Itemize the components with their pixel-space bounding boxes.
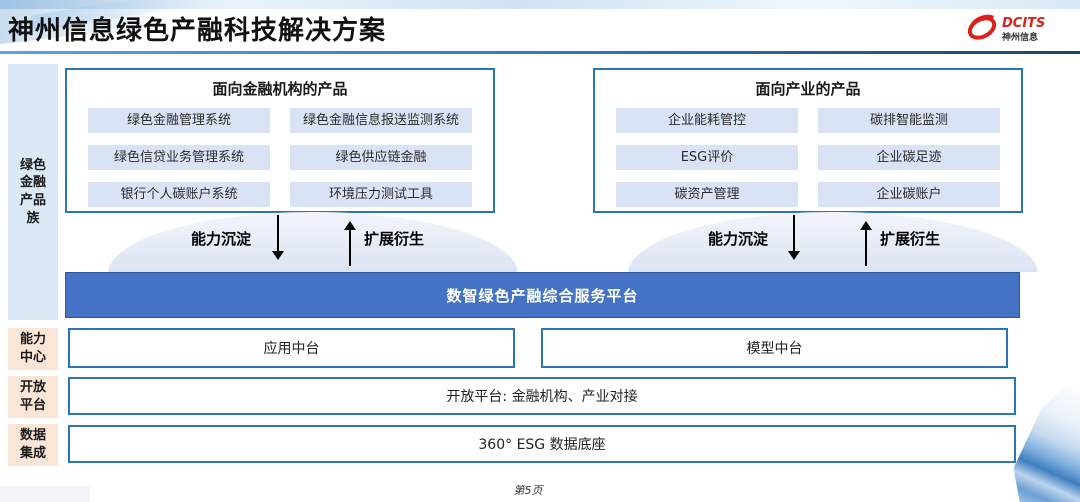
capability-label-left: 能力沉淀 — [191, 230, 252, 248]
industry-panel-grid: 企业能耗管控 碳排智能监测 ESG评价 企业碳足迹 碳资产管理 企业碳账户 — [595, 108, 1021, 207]
product-pill: 绿色供应链金融 — [290, 145, 472, 170]
platform-banner: 数智绿色产融综合服务平台 — [65, 272, 1020, 318]
svg-text:神州信息: 神州信息 — [1002, 31, 1038, 43]
data-base-box: 360° ESG 数据底座 — [68, 425, 1016, 463]
industry-panel-title: 面向产业的产品 — [755, 80, 861, 98]
sidebar-label-open-platform: 开放平台 — [8, 376, 58, 418]
product-pill: 环境压力测试工具 — [290, 182, 472, 207]
sidebar-label-capability-center: 能力中心 — [8, 328, 58, 370]
dome-clip — [0, 212, 1080, 272]
logo-swirl-icon: DCITS 神州信息 — [967, 14, 1045, 43]
extension-up-arrow-icon — [860, 221, 872, 266]
header-swoosh-band — [0, 0, 1080, 9]
dcits-logo: DCITS 神州信息 — [962, 6, 1072, 50]
product-pill: 企业碳足迹 — [818, 145, 1000, 170]
product-pill: 碳排智能监测 — [818, 108, 1000, 133]
extension-up-arrow-icon — [344, 221, 356, 266]
footer-gray-bar — [0, 486, 90, 502]
sidebar-label-data-integration: 数据集成 — [8, 424, 58, 466]
footer-page-number: 第5页 — [513, 484, 543, 497]
product-pill: 企业碳账户 — [818, 182, 1000, 207]
product-pill: 碳资产管理 — [616, 182, 798, 207]
financial-panel-grid: 绿色金融管理系统 绿色金融信息报送监测系统 绿色信贷业务管理系统 绿色供应链金融… — [67, 108, 493, 207]
capability-down-arrow-icon — [272, 215, 284, 260]
app-middleware-box: 应用中台 — [68, 328, 515, 368]
dome-right — [628, 212, 1038, 272]
capability-down-arrow-icon — [788, 215, 800, 260]
corner-swoosh-decor — [1010, 383, 1080, 502]
product-pill: 企业能耗管控 — [616, 108, 798, 133]
product-pill: ESG评价 — [616, 145, 798, 170]
industry-products-panel: 面向产业的产品 企业能耗管控 碳排智能监测 ESG评价 企业碳足迹 碳资产管理 … — [593, 68, 1023, 213]
financial-products-panel: 面向金融机构的产品 绿色金融管理系统 绿色金融信息报送监测系统 绿色信贷业务管理… — [65, 68, 495, 213]
model-middleware-box: 模型中台 — [541, 328, 1008, 368]
open-platform-box: 开放平台: 金融机构、产业对接 — [68, 377, 1016, 415]
product-pill: 绿色金融信息报送监测系统 — [290, 108, 472, 133]
dome-left — [108, 212, 518, 272]
product-pill: 绿色金融管理系统 — [88, 108, 270, 133]
page-title: 神州信息绿色产融科技解决方案 — [8, 16, 387, 46]
product-pill: 银行个人碳账户系统 — [88, 182, 270, 207]
capability-label-right: 能力沉淀 — [708, 230, 769, 248]
extension-label-right: 扩展衍生 — [880, 230, 941, 248]
svg-text:DCITS: DCITS — [1002, 16, 1045, 31]
product-pill: 绿色信贷业务管理系统 — [88, 145, 270, 170]
title-underline — [0, 51, 1080, 54]
sidebar-label-product-family: 绿色金融产品族 — [8, 64, 58, 320]
financial-panel-title: 面向金融机构的产品 — [212, 80, 348, 98]
extension-label-left: 扩展衍生 — [364, 230, 425, 248]
